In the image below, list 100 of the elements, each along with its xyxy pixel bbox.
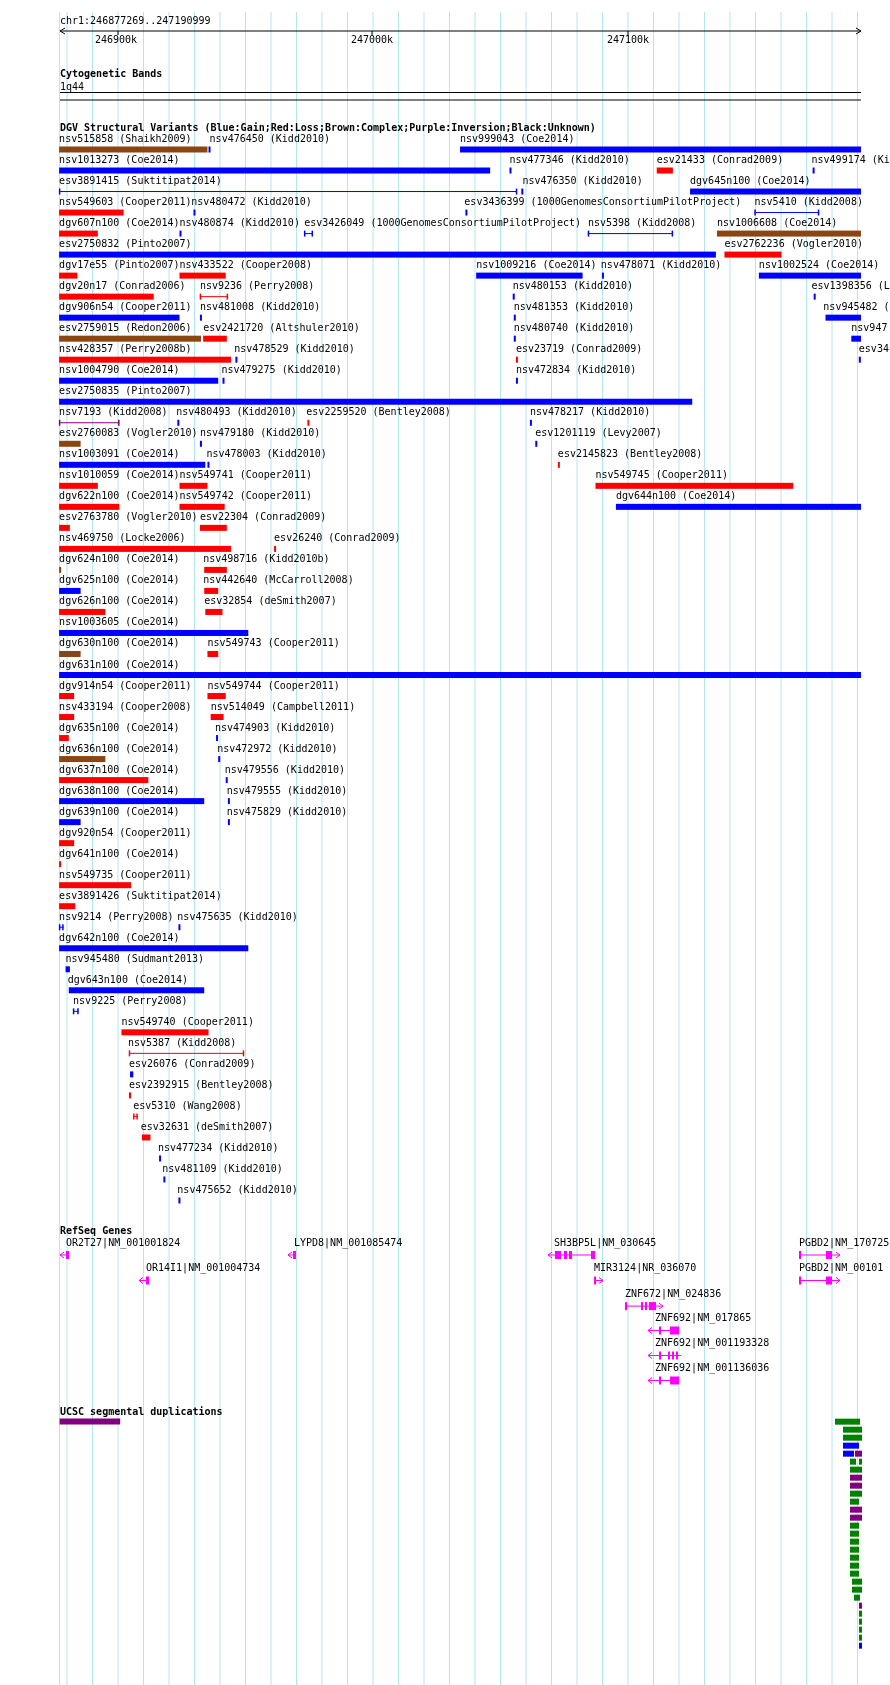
position-label: chr1:246877269..247190999 [60, 15, 211, 27]
gene-label: OR2T27|NM_001001824 [66, 1236, 181, 1249]
variant-label: nsv1009216 (Coe2014) [476, 259, 597, 272]
variant-label: nsv549744 (Cooper2011) [207, 679, 340, 692]
variant-label: esv26076 (Conrad2009) [129, 1057, 256, 1070]
variant-label: nsv479180 (Kidd2010) [199, 427, 321, 440]
variant-label: nsv481109 (Kidd2010) [162, 1162, 283, 1175]
variant-label: esv2762236 (Vogler2010) [724, 238, 863, 251]
variant-label: nsv480874 (Kidd2010) [179, 217, 300, 230]
variant-label: nsv477346 (Kidd2010) [509, 154, 630, 166]
variant-label: nsv478071 (Kidd2010) [600, 259, 722, 272]
variant-label: dgv914n54 (Cooper2011) [59, 679, 192, 692]
variant-label: esv32631 (deSmith2007) [140, 1120, 274, 1133]
variant-label: nsv472834 (Kidd2010) [515, 364, 637, 377]
variant-label: esv1398356 (L [811, 280, 890, 293]
variant-label: dgv626n100 (Coe2014) [59, 595, 180, 608]
variant-label: esv3891426 (Suktitipat2014) [59, 889, 222, 902]
variant-label: nsv9214 (Perry2008) [59, 910, 174, 923]
variant-label: dgv641n100 (Coe2014) [59, 847, 180, 860]
variant-label: nsv549735 (Cooper2011) [59, 868, 192, 881]
variant-label: esv2750835 (Pinto2007) [59, 385, 192, 398]
variant-label: nsv442640 (McCarroll2008) [203, 574, 354, 587]
variant-label: nsv480493 (Kidd2010) [176, 406, 297, 419]
variant-label: nsv474903 (Kidd2010) [214, 721, 336, 734]
variant-label: nsv481353 (Kidd2010) [513, 301, 635, 314]
variant-label: dgv644n100 (Coe2014) [615, 490, 737, 503]
variant-label: esv2145823 (Bentley2008) [557, 448, 703, 461]
variant-label: nsv478529 (Kidd2010) [234, 343, 355, 356]
scale-label: 246900k [95, 34, 138, 46]
variant-label: nsv476350 (Kidd2010) [522, 175, 643, 188]
variant-label: nsv433522 (Cooper2008) [179, 259, 312, 272]
variant-label: dgv638n100 (Coe2014) [59, 784, 180, 797]
variant-label: esv21433 (Conrad2009) [656, 154, 784, 166]
variant-label: nsv549742 (Cooper2011) [179, 490, 312, 503]
variant-label: esv2763780 (Vogler2010) [59, 511, 198, 524]
variant-label: nsv9236 (Perry2008) [199, 280, 315, 293]
variant-label: nsv478003 (Kidd2010) [206, 448, 327, 461]
variant-label: dgv607n100 (Coe2014) [59, 217, 180, 230]
variant-label: dgv906n54 (Cooper2011) [59, 301, 192, 314]
variant-label: nsv549740 (Cooper2011) [121, 1015, 254, 1028]
variant-label: nsv479555 (Kidd2010) [226, 784, 348, 797]
variant-label: nsv7193 (Kidd2008) [59, 406, 168, 419]
gene-label: ZNF672|NM_024836 [625, 1287, 722, 1300]
variant-label: nsv476450 (Kidd2010) [209, 133, 330, 145]
variant-label: nsv5410 (Kidd2008) [754, 196, 863, 209]
variant-label: nsv1002524 (Coe2014) [758, 259, 880, 272]
variant-label: nsv1010059 (Coe2014) [59, 469, 180, 482]
track-heading: RefSeq Genes [60, 1224, 133, 1237]
variant-label: nsv515858 (Shaikh2009) [59, 133, 192, 145]
variant-label: esv5310 (Wang2008) [133, 1099, 242, 1112]
gene-label: ZNF692|NM_001193328 [655, 1337, 770, 1349]
variant-label: nsv1006608 (Coe2014) [716, 217, 838, 230]
variant-label: nsv549745 (Cooper2011) [595, 469, 728, 482]
variant-label: esv3891415 (Suktitipat2014) [59, 175, 222, 188]
variant-label: nsv549741 (Cooper2011) [179, 469, 312, 482]
variant-label: esv2760083 (Vogler2010) [59, 427, 198, 440]
variant-label: nsv475652 (Kidd2010) [177, 1184, 298, 1196]
variant-label: dgv624n100 (Coe2014) [59, 553, 180, 566]
gene-label: ZNF692|NM_017865 [655, 1312, 752, 1324]
variant-label: nsv549603 (Cooper2011) [59, 196, 192, 209]
variant-label: nsv481008 (Kidd2010) [199, 301, 321, 314]
variant-label: nsv479556 (Kidd2010) [224, 763, 346, 776]
variant-label: dgv622n100 (Coe2014) [59, 490, 180, 503]
variant-label: nsv478217 (Kidd2010) [529, 406, 651, 419]
variant-label: esv2259520 (Bentley2008) [306, 406, 451, 419]
variant-label: nsv1003091 (Coe2014) [59, 448, 180, 461]
band-label: 1q44 [60, 80, 85, 93]
variant-label: esv32854 (deSmith2007) [204, 595, 337, 608]
variant-label: esv2750832 (Pinto2007) [59, 238, 192, 251]
variant-label: dgv625n100 (Coe2014) [59, 574, 180, 587]
gene-label: ZNF692|NM_001136036 [655, 1362, 770, 1374]
variant-label: dgv643n100 (Coe2014) [67, 973, 189, 986]
gene-label: OR14I1|NM_001004734 [146, 1262, 261, 1274]
variant-label: nsv1013273 (Coe2014) [59, 154, 180, 166]
variant-label: dgv920n54 (Cooper2011) [59, 826, 192, 839]
variant-label: esv34 [858, 343, 889, 356]
variant-label: nsv999043 (Coe2014) [460, 133, 575, 145]
variant-label: nsv5387 (Kidd2008) [127, 1036, 237, 1049]
variant-label: nsv1004790 (Coe2014) [59, 364, 180, 377]
variant-label: nsv945482 ( [823, 301, 890, 314]
gene-label: LYPD8|NM_001085474 [294, 1236, 403, 1249]
variant-label: nsv479275 (Kidd2010) [221, 364, 342, 377]
scale-label: 247000k [351, 34, 394, 46]
variant-label: nsv945480 (Sudmant2013) [65, 952, 205, 965]
variant-label: dgv630n100 (Coe2014) [59, 637, 180, 650]
variant-label: esv2392915 (Bentley2008) [129, 1078, 274, 1091]
variant-label: nsv9225 (Perry2008) [73, 994, 188, 1007]
variant-label: nsv1003605 (Coe2014) [59, 616, 180, 629]
variant-label: dgv642n100 (Coe2014) [59, 931, 180, 944]
gene-label: PGBD2|NM_00101 [799, 1262, 884, 1274]
track-heading: DGV Structural Variants (Blue:Gain;Red:Loss;Brown:Complex;Purple:Inversion;Black:Unknown) [60, 121, 596, 134]
variant-label: nsv947 [851, 322, 888, 335]
variant-label: nsv475829 (Kidd2010) [226, 805, 348, 818]
gene-label: PGBD2|NM_170725 [799, 1236, 890, 1249]
variant-label: esv3436399 (1000GenomesConsortiumPilotProject) [464, 196, 742, 209]
variant-label: nsv499174 (Ki [811, 154, 890, 166]
track-heading: UCSC segmental duplications [60, 1406, 223, 1419]
variant-label: dgv17e55 (Pinto2007) [59, 259, 180, 272]
variant-label: nsv469750 (Locke2006) [59, 532, 186, 545]
variant-label: nsv475635 (Kidd2010) [177, 910, 298, 923]
